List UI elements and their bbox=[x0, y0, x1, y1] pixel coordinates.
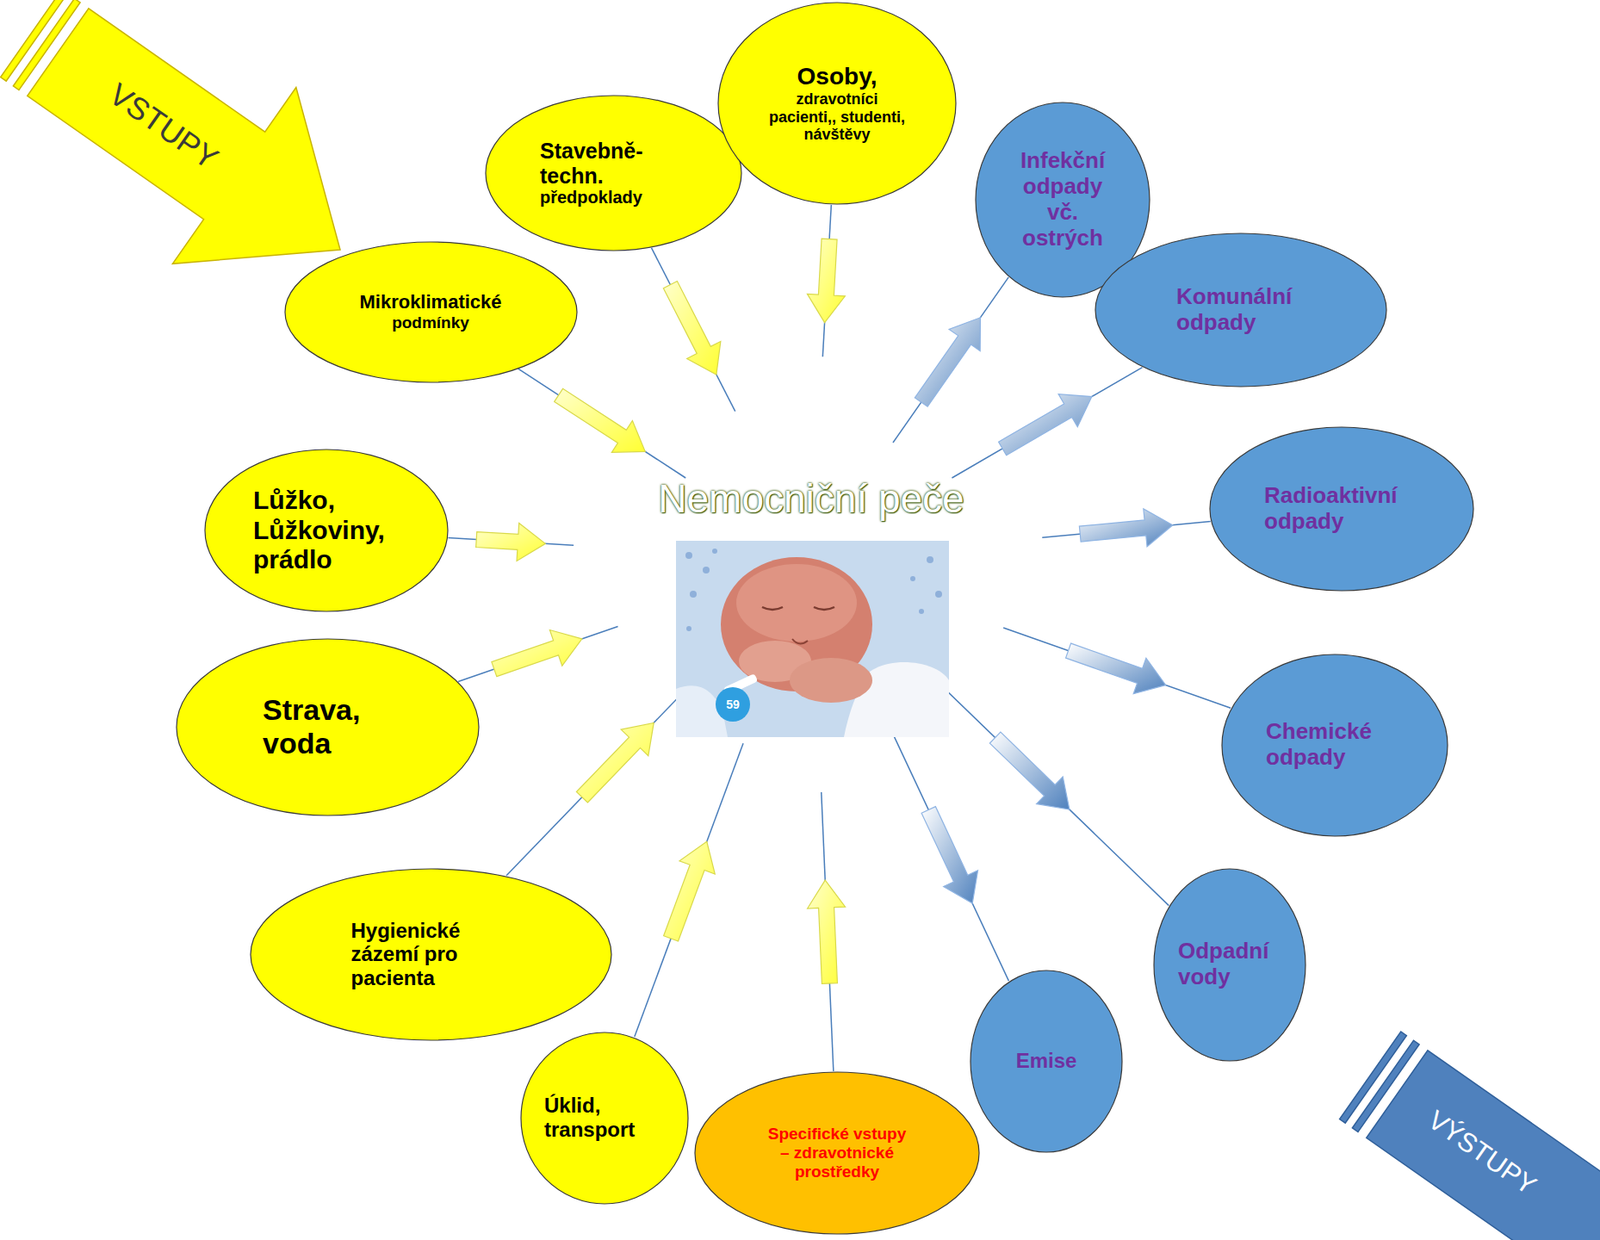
text-block: Chemické odpady bbox=[1265, 719, 1404, 771]
block-arrow bbox=[1066, 643, 1166, 695]
connector bbox=[1003, 627, 1231, 708]
node-text: Strava, voda bbox=[262, 693, 392, 761]
block-arrow bbox=[663, 841, 716, 942]
ellipse-node: Stavebně- techn.předpoklady bbox=[484, 94, 743, 252]
label-holder: VÝSTUPY bbox=[1421, 1104, 1542, 1202]
connector-line bbox=[1003, 627, 1231, 708]
block-arrow bbox=[576, 722, 654, 803]
connector-line bbox=[518, 368, 687, 478]
label-holder: VSTUPY bbox=[102, 75, 225, 177]
text-block: Infekční odpady vč. ostrých bbox=[1009, 148, 1117, 252]
node-text: Osoby, bbox=[764, 62, 910, 91]
connector-line bbox=[458, 626, 618, 682]
text-block: Hygienické zázemí pro pacienta bbox=[351, 918, 511, 991]
ellipse-node: Mikroklimaticképodmínky bbox=[284, 241, 578, 384]
ellipse-node: Hygienické zázemí pro pacienta bbox=[249, 868, 613, 1042]
node-text: Lůžko, Lůžkoviny, prádlo bbox=[253, 485, 400, 576]
hub-shape: Nemocniční peče bbox=[561, 347, 1061, 801]
connector bbox=[518, 368, 687, 478]
connector-line bbox=[651, 248, 736, 412]
connector-line bbox=[893, 277, 1009, 443]
ellipse-node: Odpadní vody bbox=[1153, 868, 1307, 1062]
block-arrow bbox=[989, 731, 1070, 810]
ellipse-outline bbox=[484, 94, 743, 252]
connector bbox=[1041, 508, 1211, 547]
block-arrow bbox=[807, 880, 846, 984]
tag-number: 59 bbox=[725, 697, 740, 712]
text-block: Komunální odpady bbox=[1176, 284, 1306, 336]
connector bbox=[807, 792, 846, 1072]
node-text: Hygienické zázemí pro pacienta bbox=[351, 918, 511, 991]
node-text: Úklid, transport bbox=[544, 1093, 665, 1142]
block-arrow bbox=[1079, 508, 1173, 547]
connector-line bbox=[892, 731, 1009, 981]
block-arrow bbox=[663, 280, 720, 375]
ellipse-node: Strava, voda bbox=[175, 638, 480, 817]
output-arrow bbox=[1308, 986, 1600, 1240]
connector bbox=[651, 248, 736, 412]
text-block: Radioaktivní odpady bbox=[1264, 483, 1420, 535]
connector bbox=[447, 522, 574, 561]
node-text: podmínky bbox=[359, 313, 502, 333]
text-block: Stavebně- techn.předpoklady bbox=[539, 138, 687, 209]
node-text: Chemické odpady bbox=[1265, 719, 1404, 771]
connector bbox=[951, 367, 1142, 478]
ellipse-node: Lůžko, Lůžkoviny, prádlo bbox=[204, 448, 449, 613]
hub-outline bbox=[561, 347, 1061, 801]
node-text: předpoklady bbox=[539, 187, 687, 208]
node-text: Infekční odpady vč. ostrých bbox=[1009, 148, 1117, 252]
node-text: Odpadní vody bbox=[1178, 938, 1282, 991]
node-text: Emise bbox=[1016, 1048, 1078, 1073]
text-block: Emise bbox=[1016, 1048, 1078, 1073]
node-text: Specifické vstupy – zdravotnické prostře… bbox=[763, 1124, 911, 1182]
ellipse-node: Chemické odpady bbox=[1221, 653, 1449, 838]
block-arrow bbox=[914, 317, 980, 408]
text-block: Specifické vstupy – zdravotnické prostře… bbox=[763, 1124, 911, 1182]
connector-line bbox=[634, 743, 744, 1037]
arrow-label: VSTUPY bbox=[102, 75, 225, 177]
connector bbox=[458, 626, 618, 682]
connector bbox=[634, 743, 744, 1037]
text-block: Strava, voda bbox=[262, 693, 392, 761]
node-text: Nemocniční peče bbox=[561, 476, 1061, 522]
node-text: zdravotníci pacienti,, studenti, návštěv… bbox=[764, 90, 910, 144]
text-block: Lůžko, Lůžkoviny, prádlo bbox=[253, 485, 400, 576]
connector-line bbox=[951, 367, 1142, 478]
block-arrow bbox=[554, 388, 645, 453]
ellipse-node: Specifické vstupy – zdravotnické prostře… bbox=[694, 1071, 980, 1235]
node-text: Komunální odpady bbox=[1176, 284, 1306, 336]
block-arrow bbox=[491, 630, 583, 677]
ellipse-node: Úklid, transport bbox=[520, 1031, 689, 1205]
ellipse-node: Emise bbox=[969, 969, 1123, 1154]
block-arrow bbox=[921, 806, 978, 904]
text-block: Mikroklimaticképodmínky bbox=[359, 291, 502, 332]
block-arrow bbox=[998, 394, 1092, 456]
text-block: Osoby,zdravotníci pacienti,, studenti, n… bbox=[764, 62, 910, 144]
node-text: Mikroklimatické bbox=[359, 291, 502, 313]
block-arrow bbox=[476, 522, 546, 561]
connector bbox=[893, 277, 1009, 443]
ellipse-node: Komunální odpady bbox=[1094, 232, 1388, 388]
block-arrow bbox=[806, 238, 845, 323]
connector bbox=[892, 731, 1009, 981]
node-text: Radioaktivní odpady bbox=[1264, 483, 1420, 535]
ellipse-node: Radioaktivní odpady bbox=[1209, 426, 1475, 592]
text-block: Úklid, transport bbox=[544, 1093, 665, 1142]
ellipse-node: Osoby,zdravotníci pacienti,, studenti, n… bbox=[717, 1, 957, 205]
connector bbox=[806, 204, 845, 357]
node-text: Stavebně- techn. bbox=[539, 138, 687, 189]
label-holder: 59 bbox=[725, 697, 740, 712]
arrow-label: VÝSTUPY bbox=[1421, 1104, 1542, 1202]
text-block: Nemocniční peče bbox=[561, 347, 1061, 522]
text-block: Odpadní vody bbox=[1178, 938, 1282, 991]
